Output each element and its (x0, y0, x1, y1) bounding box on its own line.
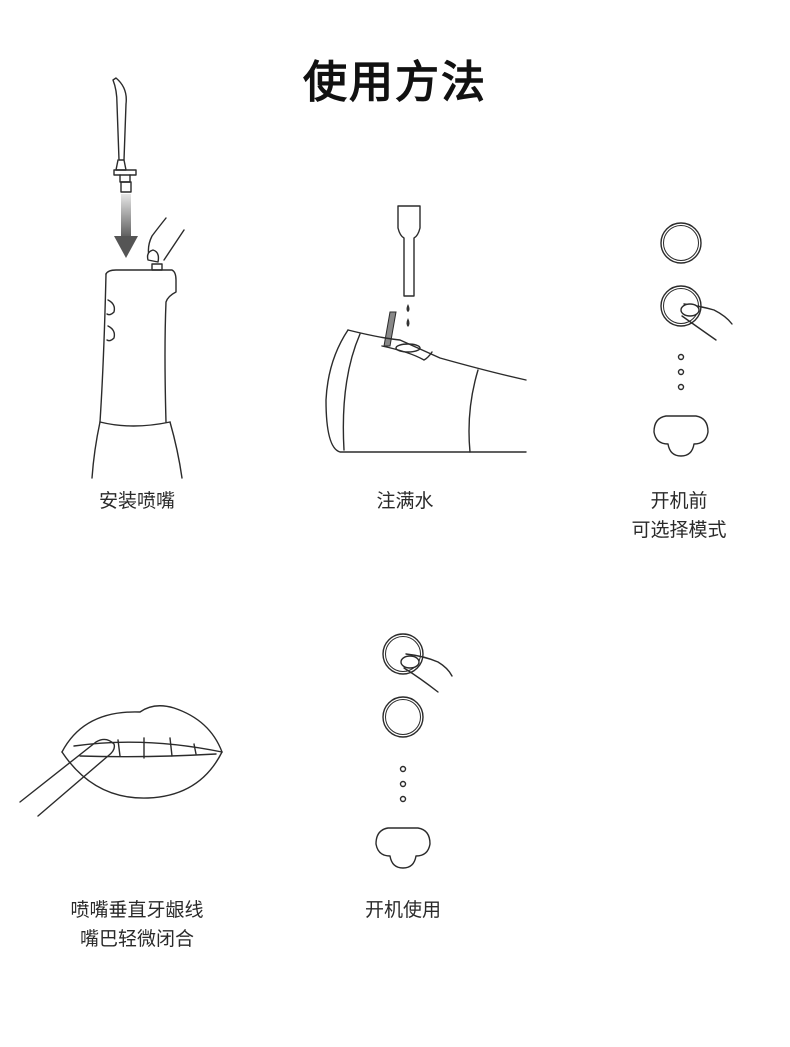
fill-water-icon (325, 205, 527, 453)
step-caption: 喷嘴垂直牙龈线 嘴巴轻微闭合 (70, 899, 204, 950)
nozzle-install-icon (91, 77, 185, 479)
mode-select-icon (653, 222, 733, 457)
step-caption: 注满水 (376, 490, 434, 512)
step-caption: 安装喷嘴 (98, 490, 175, 512)
step-caption: 开机前 可选择模式 (631, 490, 727, 541)
page-title: 使用方法 (303, 57, 487, 108)
step-caption: 开机使用 (364, 899, 441, 921)
lips-nozzle-icon (19, 705, 223, 817)
power-on-icon (375, 633, 453, 869)
